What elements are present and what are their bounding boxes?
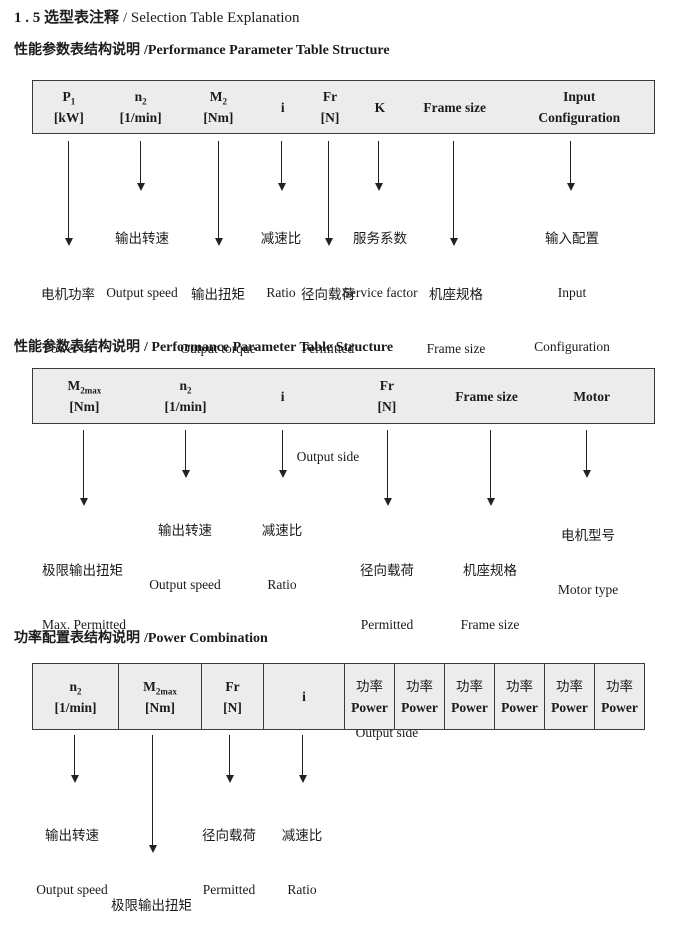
label-overhung-load: 径向载荷 Permitted Overhung load Output side xyxy=(201,828,256,897)
arrowhead-icon xyxy=(80,498,88,506)
col-fr: Fr [N] xyxy=(377,378,397,414)
section3-heading-en: /Power Combination xyxy=(144,631,268,646)
label-motor-type: 电机型号 Motor type xyxy=(557,528,619,597)
arrow-fr xyxy=(384,430,392,506)
arrowhead-icon xyxy=(65,238,73,246)
label-overhung-load: 径向载荷 Permitted Overhung load Output side xyxy=(347,563,428,740)
arrowhead-icon xyxy=(278,183,286,191)
label-ratio: 减速比 Ratio xyxy=(281,828,323,897)
table-performance-parameters-2: M2max [Nm] n2 [1/min] i Fr [N] Frame siz… xyxy=(32,368,655,424)
arrowhead-icon xyxy=(375,183,383,191)
page-title-en: / Selection Table Explanation xyxy=(123,10,300,26)
col-i: i xyxy=(280,388,285,404)
col-power-1: 功率 Power xyxy=(344,664,394,729)
arrowhead-icon xyxy=(567,183,575,191)
label-output-speed: 输出转速 Output speed xyxy=(36,828,108,897)
arrowhead-icon xyxy=(182,470,190,478)
arrow-motor xyxy=(583,430,591,478)
col-m2max: M2max [Nm] xyxy=(118,664,201,729)
section1-heading-zh: 性能参数表结构说明 xyxy=(14,43,140,58)
section3-heading-zh: 功率配置表结构说明 xyxy=(14,631,140,646)
arrow-m2max xyxy=(149,735,157,853)
label-output-torque: 输出扭矩 Output torque xyxy=(180,287,256,356)
arrowhead-icon xyxy=(71,775,79,783)
arrowhead-icon xyxy=(149,845,157,853)
table-power-combination: n2 [1/min] M2max [Nm] Fr [N] i 功率 Power … xyxy=(32,663,645,730)
table-performance-parameters-1: P1 [kW] n2 [1/min] M2 [Nm] i Fr [N] K Fr… xyxy=(32,80,655,134)
arrowhead-icon xyxy=(487,498,495,506)
arrow-n2 xyxy=(182,430,190,478)
col-m2max: M2max [Nm] xyxy=(67,378,102,414)
label-input-configuration: 输入配置 Input Configuration xyxy=(534,231,610,354)
arrowhead-icon xyxy=(583,470,591,478)
arrow-input-configuration xyxy=(567,141,575,191)
label-output-speed: 输出转速 Output speed xyxy=(106,231,178,300)
col-i: i xyxy=(280,99,285,115)
col-input-configuration: Input Configuration xyxy=(538,89,621,125)
col-frame-size: Frame size xyxy=(455,388,518,404)
col-p1: P1 [kW] xyxy=(53,89,84,125)
arrow-fr xyxy=(325,141,333,246)
col-m2: M2 [Nm] xyxy=(203,89,234,125)
label-max-output-torque: 极限输出扭矩 Max. Permitted Output torque xyxy=(111,898,192,913)
arrow-n2 xyxy=(137,141,145,191)
label-output-speed: 输出转速 Output speed xyxy=(149,523,221,592)
arrowhead-icon xyxy=(279,470,287,478)
section3-heading: 功率配置表结构说明/Power Combination xyxy=(14,627,268,647)
col-n2: n2 [1/min] xyxy=(119,89,162,125)
arrowhead-icon xyxy=(325,238,333,246)
arrowhead-icon xyxy=(215,238,223,246)
arrow-frame-size xyxy=(487,430,495,506)
arrow-k xyxy=(375,141,383,191)
arrowhead-icon xyxy=(450,238,458,246)
page-title: 1 . 5 选型表注释/ Selection Table Explanation xyxy=(14,6,300,27)
arrow-m2 xyxy=(215,141,223,246)
section2-heading: 性能参数表结构说明 / Performance Parameter Table S… xyxy=(14,336,393,356)
col-n2: n2 [1/min] xyxy=(54,678,97,715)
page-title-zh: 1 . 5 选型表注释 xyxy=(14,10,120,26)
arrow-frame-size xyxy=(450,141,458,246)
arrowhead-icon xyxy=(299,775,307,783)
col-n2: n2 [1/min] xyxy=(164,378,207,414)
col-fr: Fr [N] xyxy=(320,89,340,125)
section1-heading: 性能参数表结构说明/Performance Parameter Table St… xyxy=(14,39,390,59)
arrow-n2 xyxy=(71,735,79,783)
section2-heading-en: / Performance Parameter Table Structure xyxy=(144,340,394,355)
label-frame-size: 机座规格 Frame size xyxy=(426,287,486,356)
arrowhead-icon xyxy=(226,775,234,783)
label-frame-size: 机座规格 Frame size xyxy=(460,563,520,632)
col-power-4: 功率 Power xyxy=(494,664,544,729)
col-power-6: 功率 Power xyxy=(594,664,644,729)
label-ratio: 减速比 Ratio xyxy=(260,231,302,300)
col-motor: Motor xyxy=(573,388,611,404)
col-power-5: 功率 Power xyxy=(544,664,594,729)
col-frame-size: Frame size xyxy=(423,99,486,115)
arrow-fr xyxy=(226,735,234,783)
col-power-2: 功率 Power xyxy=(394,664,444,729)
arrow-p1 xyxy=(65,141,73,246)
arrow-m2max xyxy=(80,430,88,506)
label-ratio: 减速比 Ratio xyxy=(261,523,303,592)
section1-heading-en: /Performance Parameter Table Structure xyxy=(144,43,390,58)
arrow-i xyxy=(278,141,286,191)
arrowhead-icon xyxy=(137,183,145,191)
arrow-i xyxy=(279,430,287,478)
section2-heading-zh: 性能参数表结构说明 xyxy=(14,340,140,355)
col-i: i xyxy=(263,664,344,729)
arrowhead-icon xyxy=(384,498,392,506)
col-k: K xyxy=(374,99,386,115)
col-fr: Fr [N] xyxy=(201,664,263,729)
arrow-i xyxy=(299,735,307,783)
label-service-factor: 服务系数 Service factor xyxy=(342,231,418,300)
col-power-3: 功率 Power xyxy=(444,664,494,729)
